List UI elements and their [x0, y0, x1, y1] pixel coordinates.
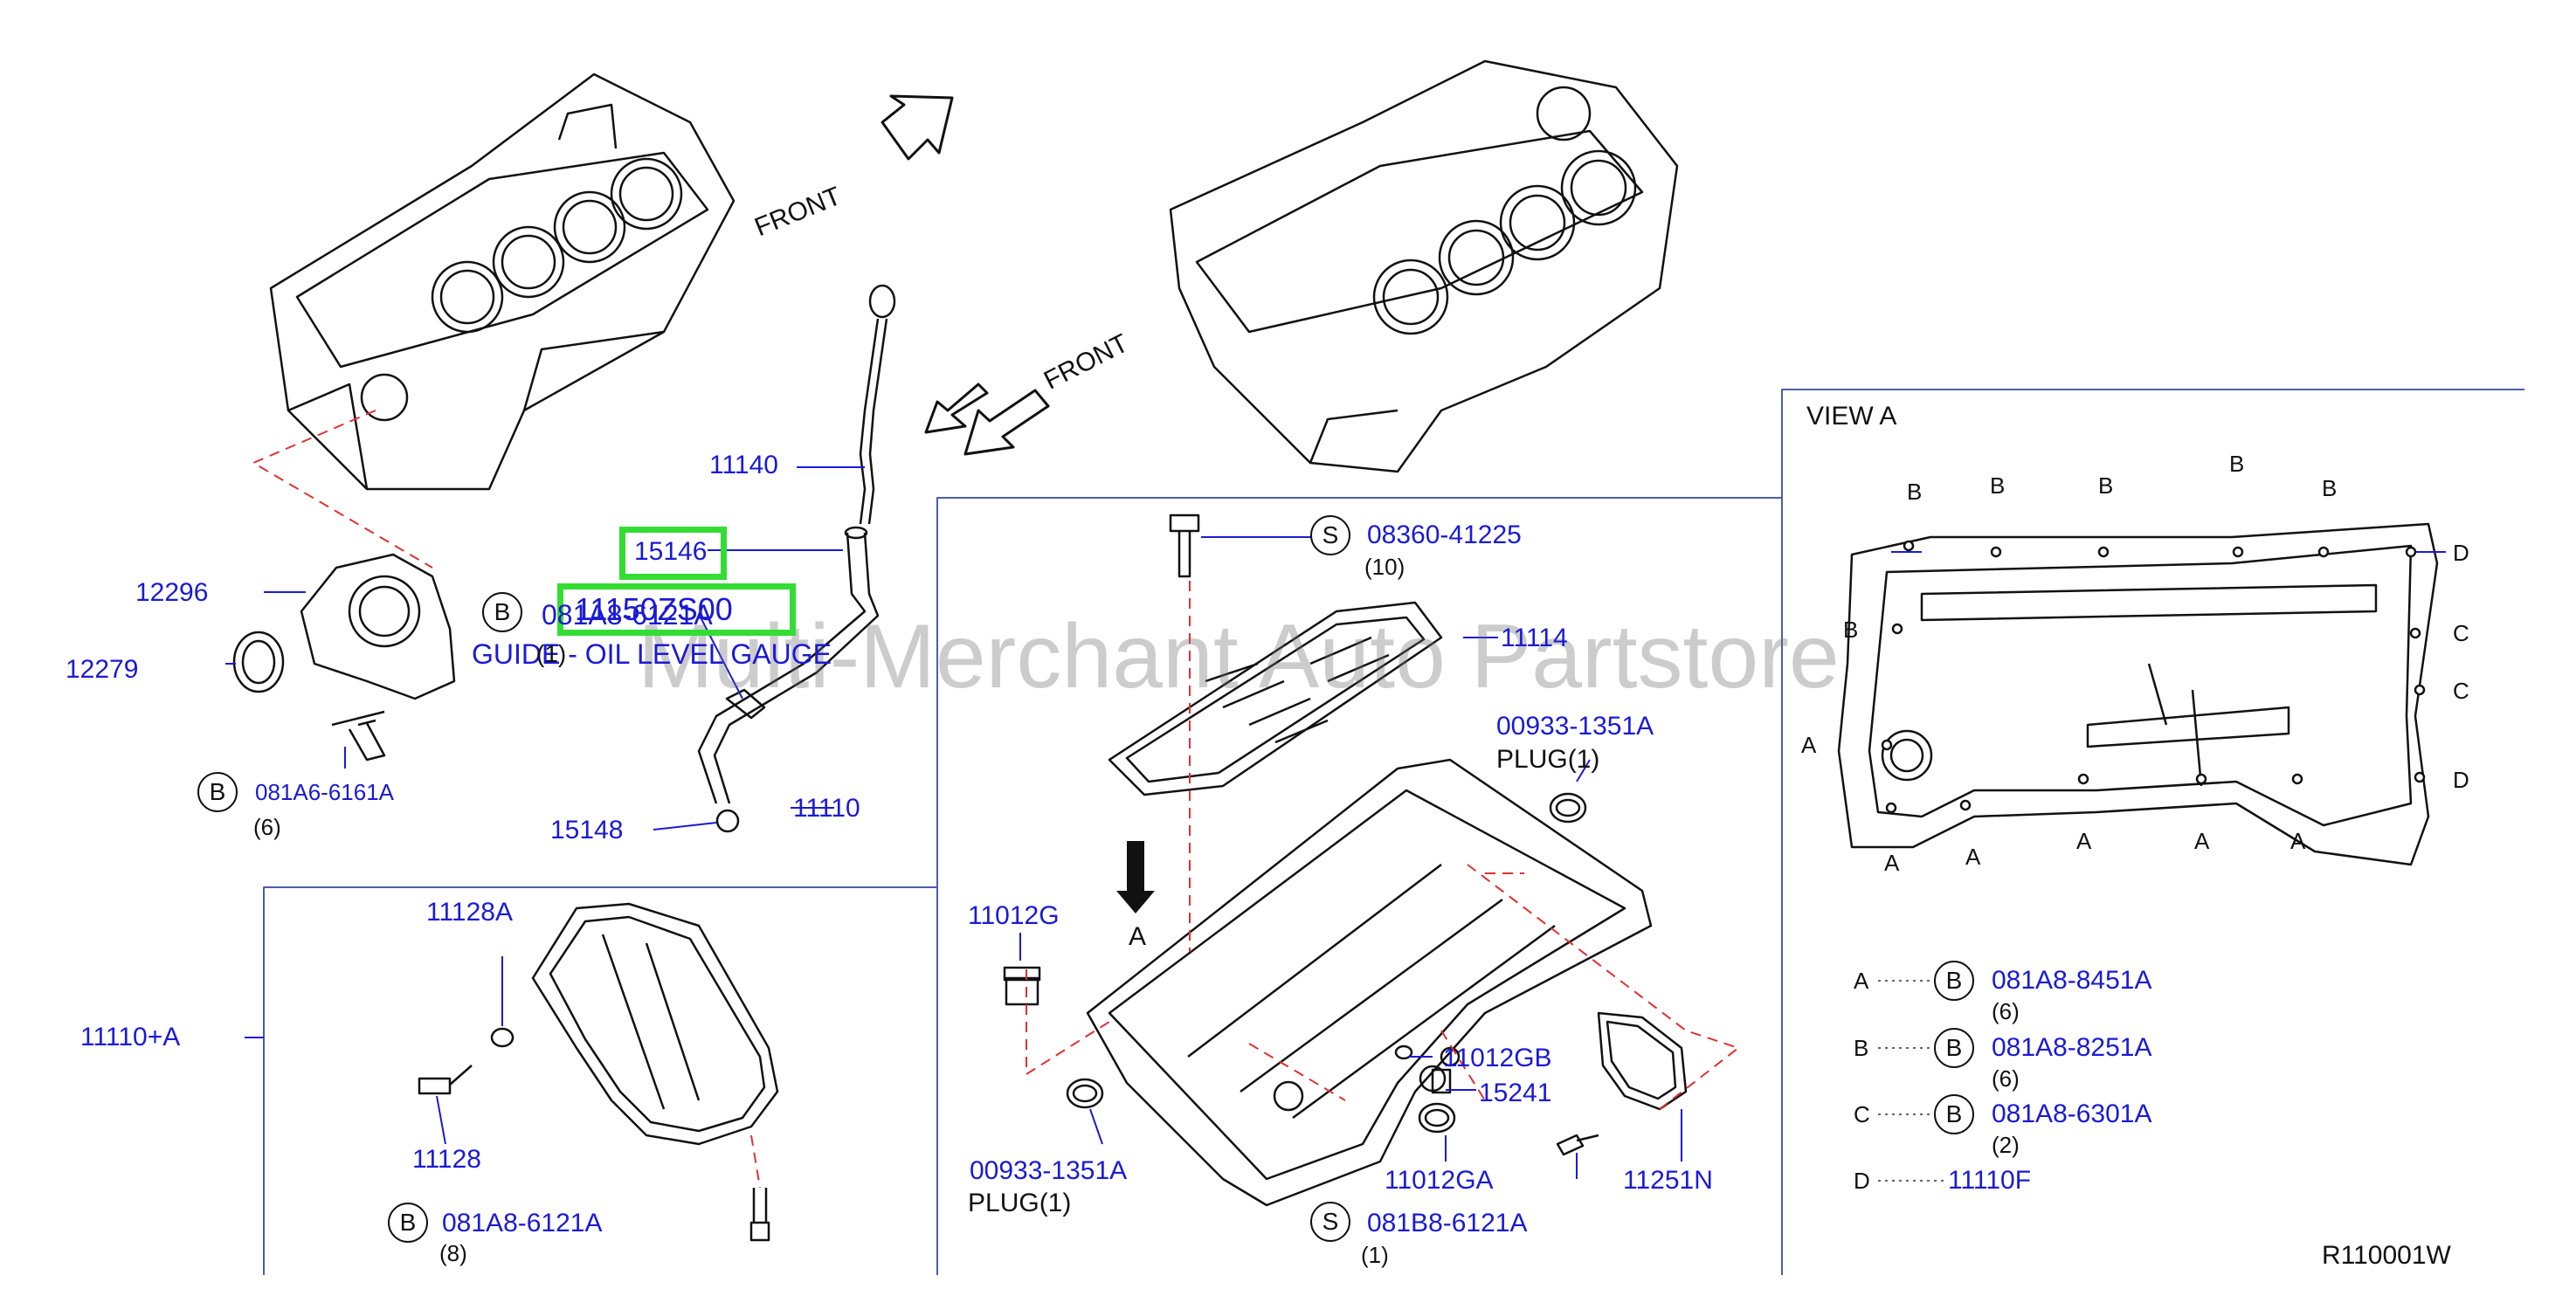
part-11012gb[interactable]: 11012GB — [1443, 1044, 1552, 1072]
legend-qty-b: (6) — [1992, 1065, 2020, 1092]
seal-retainer-drawing — [232, 553, 456, 700]
qty-label: (10) — [1364, 554, 1405, 580]
bolt-pos-b: B — [2229, 451, 2245, 477]
circle-b-marker: B — [197, 772, 238, 812]
view-a-pan-drawing — [1837, 522, 2439, 866]
part-15241[interactable]: 15241 — [1479, 1079, 1552, 1107]
view-a-bolt-dots — [1881, 540, 2426, 814]
legend-part-d[interactable]: 11110F — [1948, 1166, 2032, 1195]
part-12296[interactable]: 12296 — [135, 578, 209, 607]
plug-label-lower: PLUG(1) — [968, 1189, 1072, 1217]
part-08360-41225[interactable]: 08360-41225 — [1367, 520, 1522, 549]
part-15146[interactable]: 15146 — [634, 537, 708, 566]
circle-b-marker: B — [388, 1203, 428, 1243]
circle-b-marker: B — [482, 592, 522, 632]
bolt-pos-a: A — [1965, 844, 1981, 870]
part-11128a[interactable]: 11128A — [426, 898, 513, 927]
circle-b-marker: B — [1934, 1094, 1974, 1134]
engine-block-left-drawing — [269, 72, 736, 491]
bolt-pos-b: B — [1907, 479, 1923, 505]
part-11251n[interactable]: 11251N — [1623, 1166, 1713, 1195]
panel-frame-view-a — [1781, 389, 2524, 1275]
highlight-box-15146 — [619, 527, 727, 580]
front-arrow-down-left — [924, 383, 989, 434]
qty-label: (8) — [439, 1240, 467, 1266]
qty-label: (6) — [253, 814, 281, 840]
view-a-arrowhead-icon — [1116, 891, 1155, 913]
part-081a8-6121a-lower[interactable]: 081A8-6121A — [442, 1209, 603, 1237]
leader-lines — [225, 466, 2446, 1179]
bolt-pos-a: A — [2290, 828, 2306, 854]
bolt-pos-c: C — [2453, 678, 2469, 704]
legend-key-d: D — [1854, 1168, 1870, 1194]
legend-qty-c: (2) — [1992, 1132, 2020, 1158]
part-11128[interactable]: 11128 — [412, 1145, 481, 1174]
rear-cover-drawing — [1597, 1011, 1688, 1111]
highlight-box-11150 — [557, 583, 796, 636]
part-11150-overlay[interactable]: 11150ZS00 — [575, 591, 733, 627]
circle-b-marker: B — [1934, 1028, 1974, 1068]
bolt-pos-c: C — [2453, 620, 2469, 646]
part-11110-plus-a[interactable]: 11110+A — [80, 1023, 181, 1051]
engine-block-right-drawing — [1169, 59, 1679, 473]
bolt-pos-a: A — [1801, 732, 1817, 758]
diagram-reference-code: R110001W — [2322, 1241, 2451, 1270]
red-guide-lines — [251, 410, 1741, 1189]
circle-s-marker: S — [1310, 515, 1350, 555]
oil-pan-gasket-drawing — [1108, 601, 1443, 796]
part-11140[interactable]: 11140 — [709, 451, 778, 479]
part-00933-1351a-lower[interactable]: 00933-1351A — [970, 1156, 1128, 1185]
legend-part-a[interactable]: 081A8-8451A — [1992, 966, 2152, 995]
legend-key-a: A — [1854, 968, 1869, 994]
legend-key-b: B — [1854, 1035, 1869, 1061]
part-12279[interactable]: 12279 — [66, 655, 139, 684]
dipstick-drawing — [697, 284, 896, 833]
part-11110[interactable]: 11110 — [793, 794, 860, 823]
watermark-text: Multi-Merchant Auto Partstore — [638, 606, 1840, 707]
circle-b-marker: B — [1934, 961, 1974, 1001]
panel-frame-oil-pan — [263, 886, 937, 1275]
qty-label: (1) — [1361, 1242, 1389, 1268]
part-11114[interactable]: 11114 — [1501, 624, 1568, 652]
bolt-pos-b: B — [1843, 617, 1859, 643]
view-a-title: VIEW A — [1806, 402, 1897, 431]
view-a-arrow-label: A — [1129, 922, 1147, 951]
guide-oil-level-gauge-label[interactable]: GUIDE - OIL LEVEL GAUGE — [472, 638, 832, 670]
part-00933-1351a-upper[interactable]: 00933-1351A — [1496, 712, 1654, 741]
bolt-pos-a: A — [1884, 850, 1900, 876]
bolt-pos-b: B — [2322, 475, 2338, 501]
bolt-pos-a: A — [2194, 828, 2210, 854]
bolt-pos-d: D — [2453, 540, 2469, 566]
legend-part-c[interactable]: 081A8-6301A — [1992, 1100, 2152, 1128]
bolt-pos-b: B — [1990, 472, 2006, 499]
legend-key-c: C — [1854, 1101, 1870, 1127]
bolt-pos-d: D — [2453, 767, 2469, 793]
lower-oil-pan-drawing — [418, 902, 779, 1242]
part-081b8-6121a[interactable]: 081B8-6121A — [1367, 1209, 1528, 1237]
view-a-dotted-connectors — [1878, 980, 1944, 1182]
circle-s-marker: S — [1310, 1202, 1350, 1242]
upper-oil-pan-drawing — [1086, 758, 1653, 1207]
view-a-arrow-icon — [1127, 841, 1144, 892]
part-11012g[interactable]: 11012G — [968, 901, 1060, 930]
legend-part-b[interactable]: 081A8-8251A — [1992, 1033, 2152, 1062]
part-11012ga[interactable]: 11012GA — [1385, 1166, 1494, 1195]
front-arrow-up-right — [881, 94, 954, 161]
part-15148[interactable]: 15148 — [550, 816, 624, 844]
qty-label: (1) — [536, 640, 567, 667]
panel-frame-center — [936, 497, 1782, 1275]
bolt-pos-a: A — [2076, 828, 2092, 854]
part-081a8-6121a-upper[interactable]: 081A8-6121A — [542, 599, 713, 631]
part-081a6-6161a[interactable]: 081A6-6161A — [255, 779, 395, 805]
plug-label-upper: PLUG(1) — [1496, 745, 1600, 774]
bolt-pos-b: B — [2098, 472, 2114, 499]
legend-qty-a: (6) — [1992, 998, 2020, 1024]
